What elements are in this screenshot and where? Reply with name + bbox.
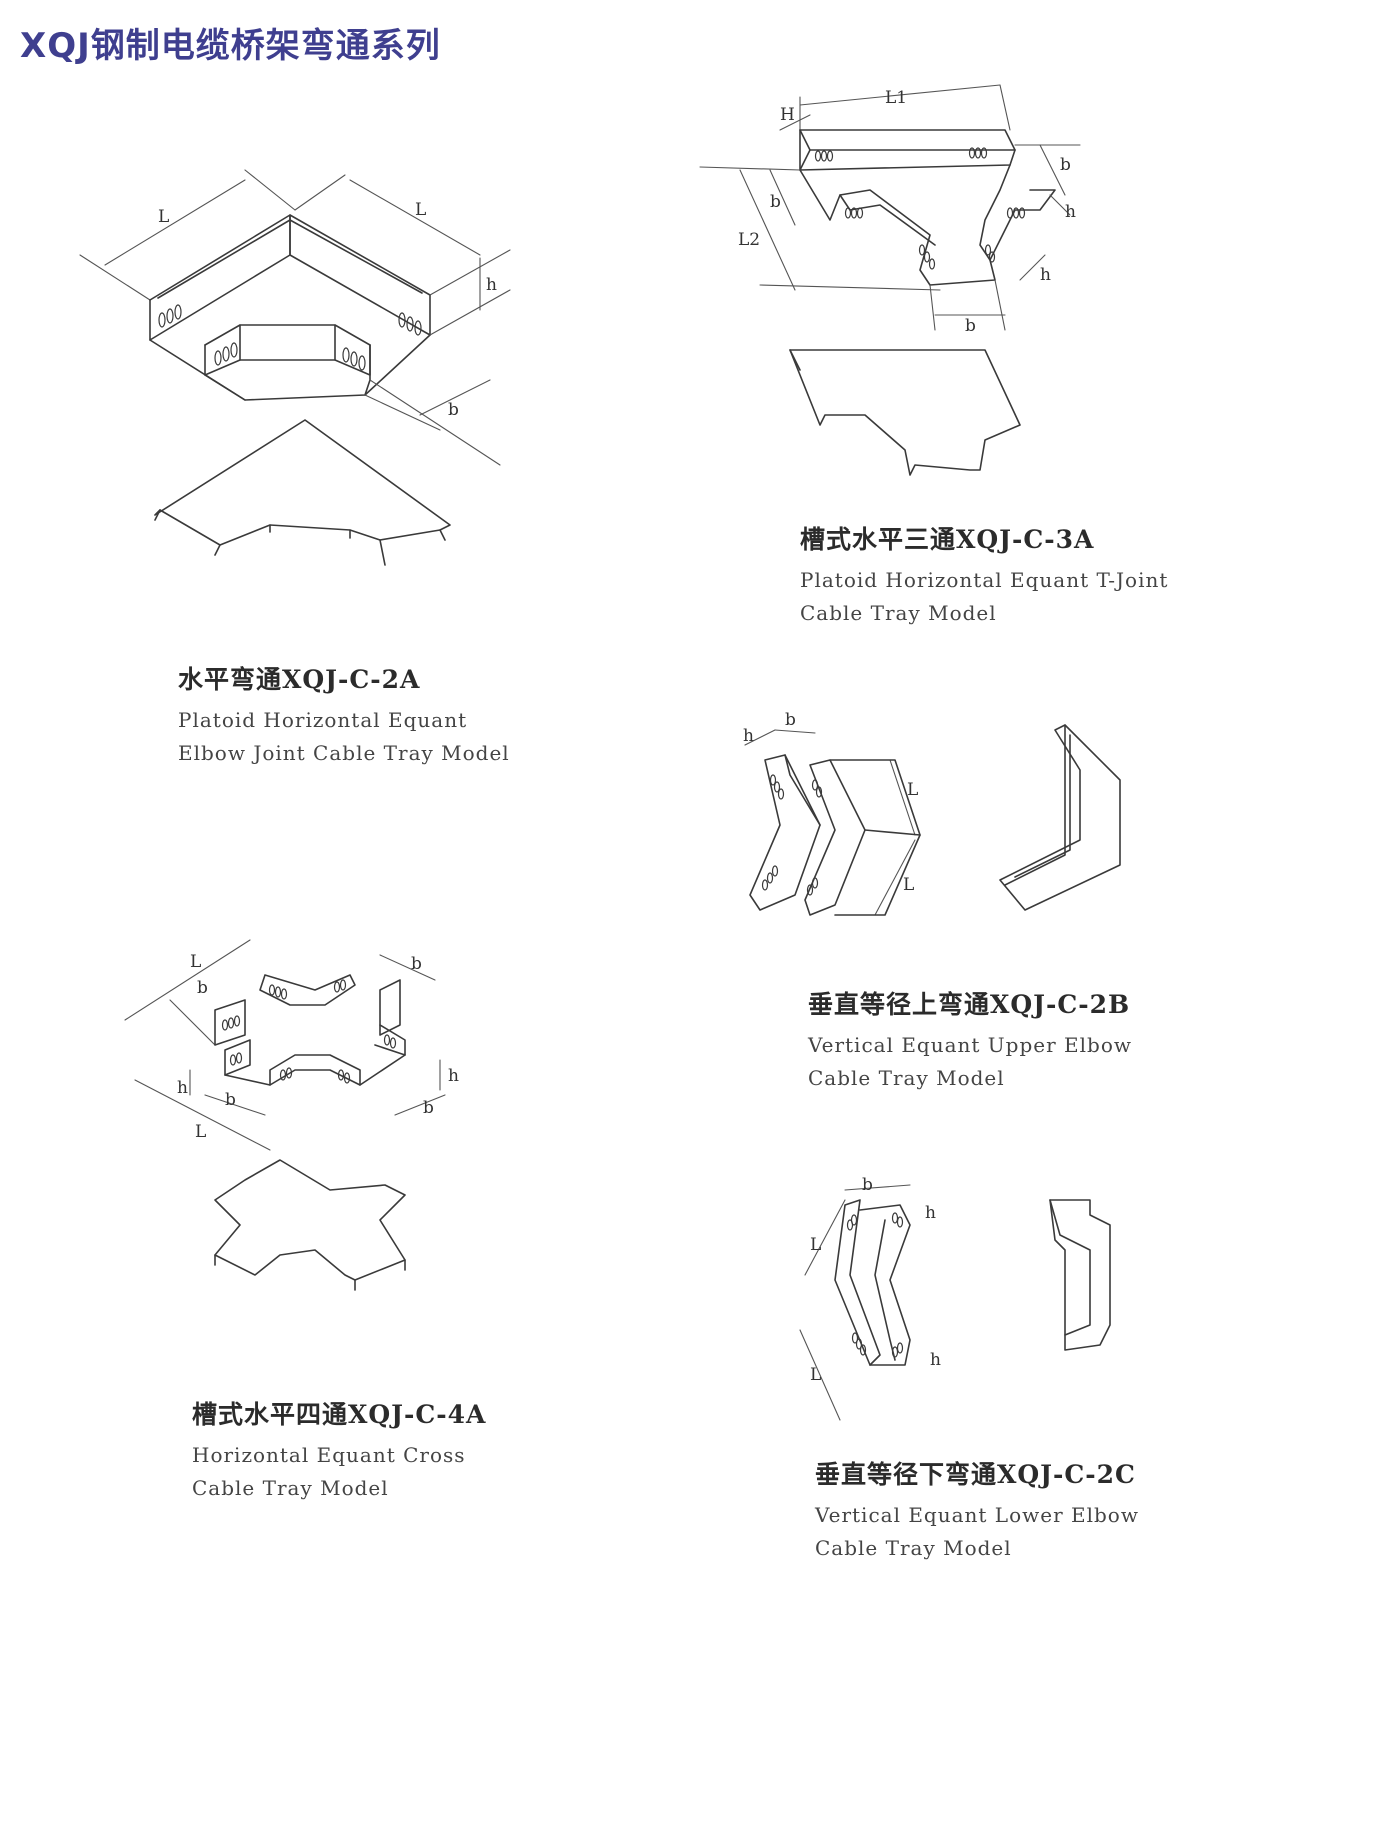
cross-drawing: L b b L b b h h (124, 939, 459, 1291)
dim-label-h: h (1065, 202, 1076, 222)
dim-label-L: L (190, 952, 201, 972)
page-title: XQJ钢制电缆桥架弯通系列 (20, 26, 441, 66)
dim-label-h: h (177, 1078, 188, 1098)
vertical-upper-elbow-drawing: h b L L (743, 710, 1121, 916)
product-name-en-line1: Horizontal Equant Cross (192, 1443, 466, 1467)
dim-label-h: h (448, 1066, 459, 1086)
slot-holes-icon (221, 979, 397, 1084)
dim-label-b: b (1060, 155, 1071, 175)
product-name-en-line1: Vertical Equant Lower Elbow (815, 1503, 1139, 1527)
horizontal-elbow-drawing: L L h b (79, 169, 511, 566)
dim-label-h: h (925, 1203, 936, 1223)
product-name-en-line1: Platoid Horizontal Equant (178, 708, 468, 732)
product-name-en-line2: Elbow Joint Cable Tray Model (178, 741, 510, 765)
dim-label-b: b (448, 400, 459, 420)
dim-label-b: b (965, 316, 976, 336)
caption-upper-elbow: 垂直等径上弯通XQJ-C-2B Vertical Equant Upper El… (808, 985, 1132, 1095)
caption-t-joint: 槽式水平三通XQJ-C-3A Platoid Horizontal Equant… (800, 520, 1168, 630)
dim-label-L: L (195, 1122, 206, 1142)
dim-label-b: b (197, 978, 208, 998)
product-name-cn: 槽式水平三通XQJ-C-3A (800, 525, 1095, 554)
dim-label-h: h (486, 275, 497, 295)
dim-label-b: b (785, 710, 796, 730)
dim-label-L2: L2 (738, 230, 760, 250)
dim-label-L: L (810, 1365, 821, 1385)
dim-label-H: H (780, 105, 795, 125)
caption-lower-elbow: 垂直等径下弯通XQJ-C-2C Vertical Equant Lower El… (815, 1455, 1139, 1565)
product-name-cn: 槽式水平四通XQJ-C-4A (192, 1400, 487, 1429)
slot-holes-icon (846, 1212, 904, 1358)
dim-label-L: L (810, 1235, 821, 1255)
caption-cross: 槽式水平四通XQJ-C-4A Horizontal Equant Cross C… (192, 1395, 486, 1505)
dim-label-L: L (415, 200, 426, 220)
dim-label-h: h (930, 1350, 941, 1370)
caption-elbow: 水平弯通XQJ-C-2A Platoid Horizontal Equant E… (178, 660, 510, 770)
dim-label-b: b (423, 1098, 434, 1118)
slot-holes-icon (761, 774, 823, 896)
dim-label-b: b (411, 954, 422, 974)
dim-label-b: b (862, 1175, 873, 1195)
dim-label-L: L (907, 780, 918, 800)
dim-label-b: b (770, 192, 781, 212)
product-name-cn: 垂直等径上弯通XQJ-C-2B (808, 990, 1131, 1019)
product-name-en-line2: Cable Tray Model (808, 1066, 1005, 1090)
dim-label-L: L (903, 875, 914, 895)
product-name-en-line2: Cable Tray Model (192, 1476, 389, 1500)
product-name-en-line1: Vertical Equant Upper Elbow (808, 1033, 1132, 1057)
dim-label-h: h (743, 726, 754, 746)
product-name-cn: 水平弯通XQJ-C-2A (178, 665, 421, 694)
product-name-cn: 垂直等径下弯通XQJ-C-2C (815, 1460, 1136, 1489)
dim-label-h: h (1040, 265, 1051, 285)
product-name-en-line2: Cable Tray Model (815, 1536, 1012, 1560)
dim-label-b: b (225, 1090, 236, 1110)
slot-holes-icon (814, 147, 1026, 270)
product-name-en-line2: Cable Tray Model (800, 601, 997, 625)
vertical-lower-elbow-drawing: b L L h h (799, 1175, 1111, 1421)
dim-label-L: L (158, 207, 169, 227)
t-joint-drawing: L1 H L2 b b h h b (699, 84, 1081, 476)
dim-label-L1: L1 (885, 88, 907, 108)
product-name-en-line1: Platoid Horizontal Equant T-Joint (800, 568, 1169, 592)
slot-holes-icon (158, 304, 422, 371)
